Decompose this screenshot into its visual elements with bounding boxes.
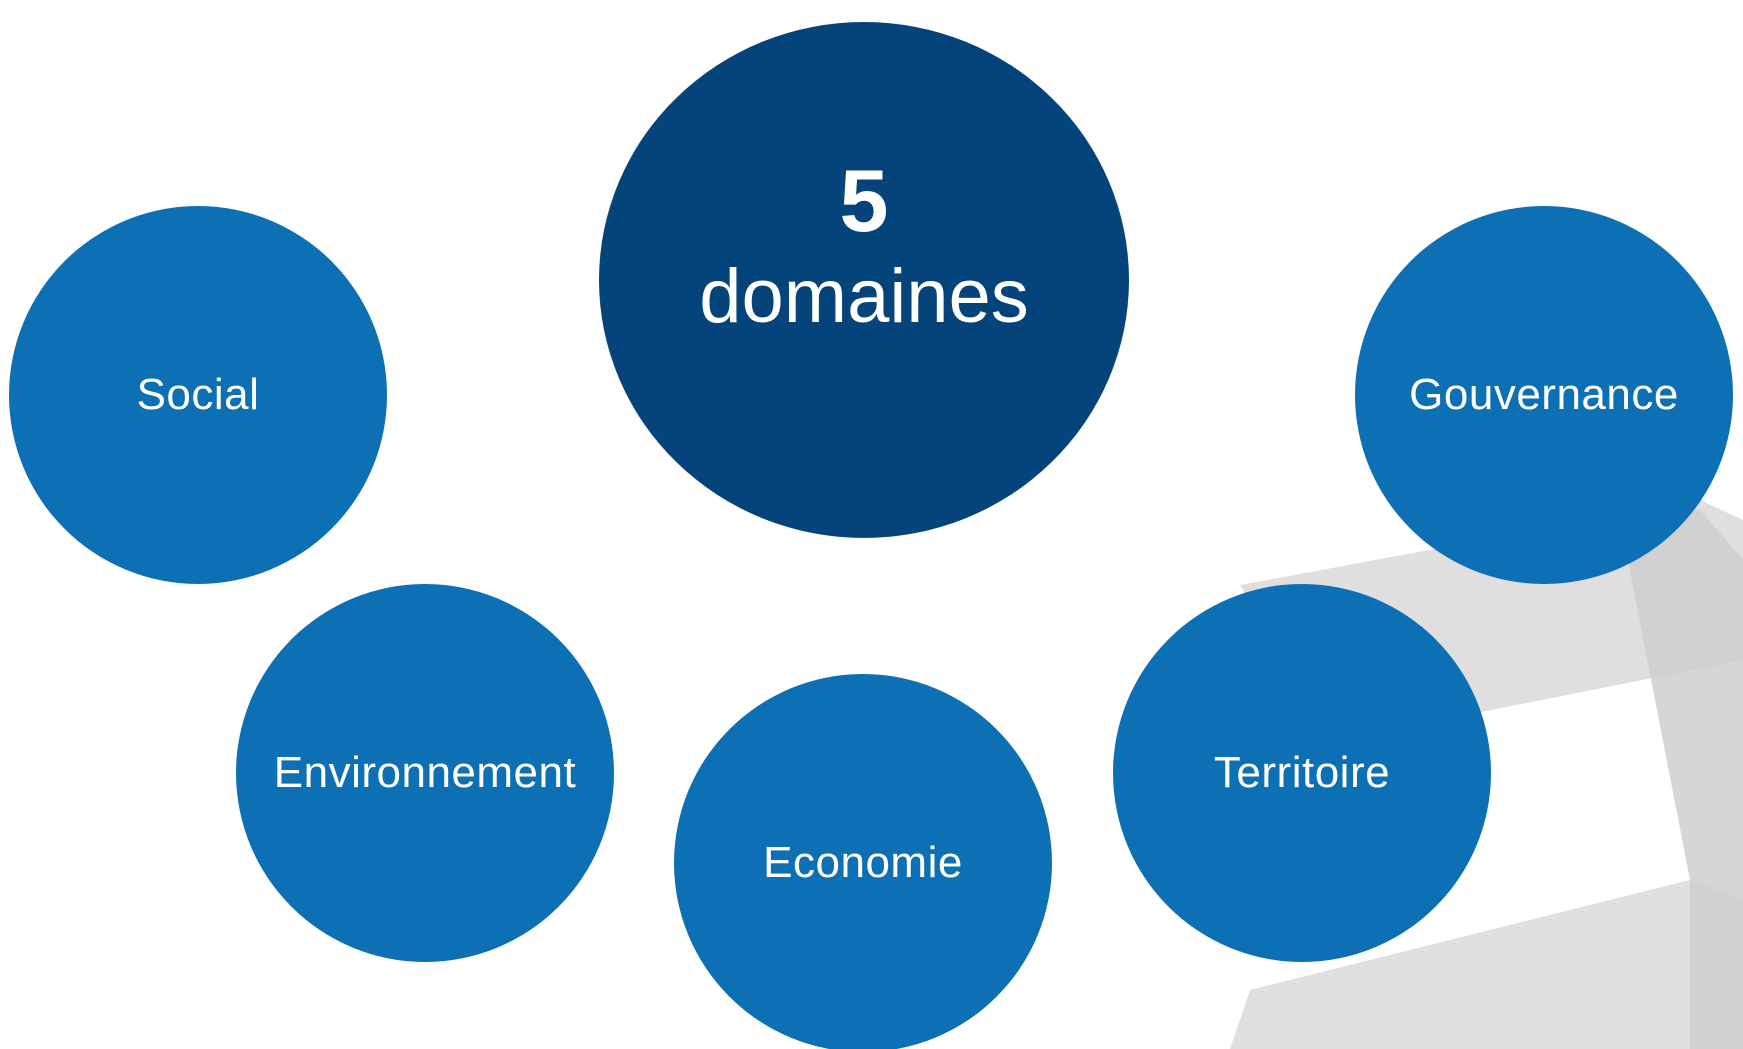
center-circle-domaines: 5 domaines <box>599 22 1129 538</box>
domain-circle-territoire: Territoire <box>1113 584 1491 962</box>
center-label: domaines <box>699 254 1029 339</box>
domain-count: 5 <box>839 151 889 250</box>
domain-label-territoire: Territoire <box>1213 748 1391 797</box>
domain-circle-economie: Economie <box>674 674 1052 1049</box>
watermark-band-lower <box>1230 880 1743 1049</box>
watermark-stroke-right <box>1620 510 1743 1049</box>
domain-circle-gouvernance: Gouvernance <box>1355 206 1733 584</box>
domain-label-environnement: Environnement <box>273 748 577 797</box>
domain-label-economie: Economie <box>763 838 963 887</box>
domain-label-social: Social <box>136 370 260 419</box>
domain-circle-social: Social <box>9 206 387 584</box>
domain-label-gouvernance: Gouvernance <box>1409 370 1679 419</box>
domain-circle-environnement: Environnement <box>236 584 614 962</box>
